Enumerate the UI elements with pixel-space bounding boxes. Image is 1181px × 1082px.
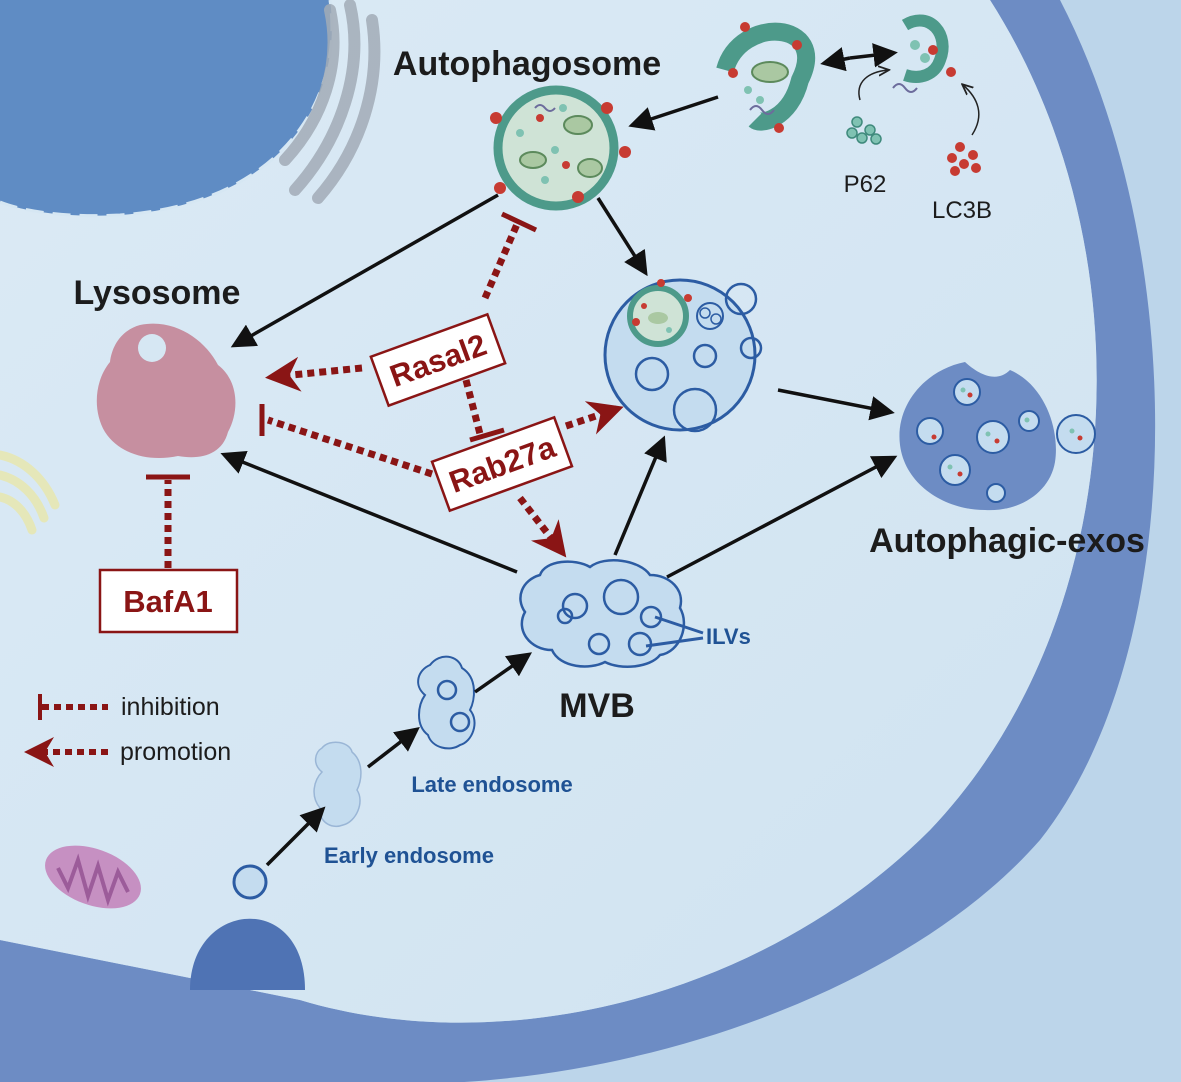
- autophagic-exos-release-icon: [899, 362, 1096, 511]
- legend: inhibition promotion: [23, 693, 231, 767]
- ilvs-label: ILVs: [706, 624, 751, 649]
- recruitment-arrows: [858, 70, 980, 136]
- late-endosome-label: Late endosome: [411, 772, 572, 797]
- p62-label: P62: [844, 171, 887, 198]
- mvb-icon: [519, 559, 686, 668]
- endocytic-vesicle-icon: [232, 864, 268, 900]
- lysosome-icon: [96, 323, 236, 459]
- pathway-arrows: [220, 43, 898, 867]
- ilvs-pointer: [645, 615, 704, 648]
- amphisome-icon: [603, 278, 763, 433]
- late-endosome-icon: [417, 655, 476, 750]
- cell-membrane: [0, 0, 1156, 1082]
- bafa1-box: BafA1: [98, 568, 239, 634]
- lysosome-label: Lysosome: [74, 274, 241, 312]
- inhibition-bars: [146, 211, 538, 480]
- early-endosome-label: Early endosome: [324, 843, 494, 868]
- bafa1-label: BafA1: [123, 584, 213, 619]
- legend-inhibition-label: inhibition: [121, 693, 220, 721]
- mitochondrion: [45, 845, 141, 909]
- p62-cluster-icon: [846, 116, 882, 145]
- golgi-apparatus: [0, 450, 60, 535]
- legend-promotion-label: promotion: [120, 738, 231, 766]
- autophagosome-label: Autophagosome: [393, 45, 661, 83]
- legend-inhibition-symbol: [38, 694, 108, 720]
- autophagic-exos-label: Autophagic-exos: [869, 522, 1145, 560]
- phagophore-icon: [716, 22, 816, 133]
- regulatory-lines: [164, 220, 624, 568]
- mvb-label: MVB: [559, 687, 635, 725]
- endoplasmic-reticulum: [279, 0, 381, 204]
- lc3b-cluster-icon: [947, 142, 981, 176]
- autophagosome-icon: [490, 85, 631, 211]
- lc3b-label: LC3B: [932, 197, 992, 224]
- early-endosome-icon: [313, 741, 362, 827]
- forming-phagophore-icon: [892, 14, 956, 93]
